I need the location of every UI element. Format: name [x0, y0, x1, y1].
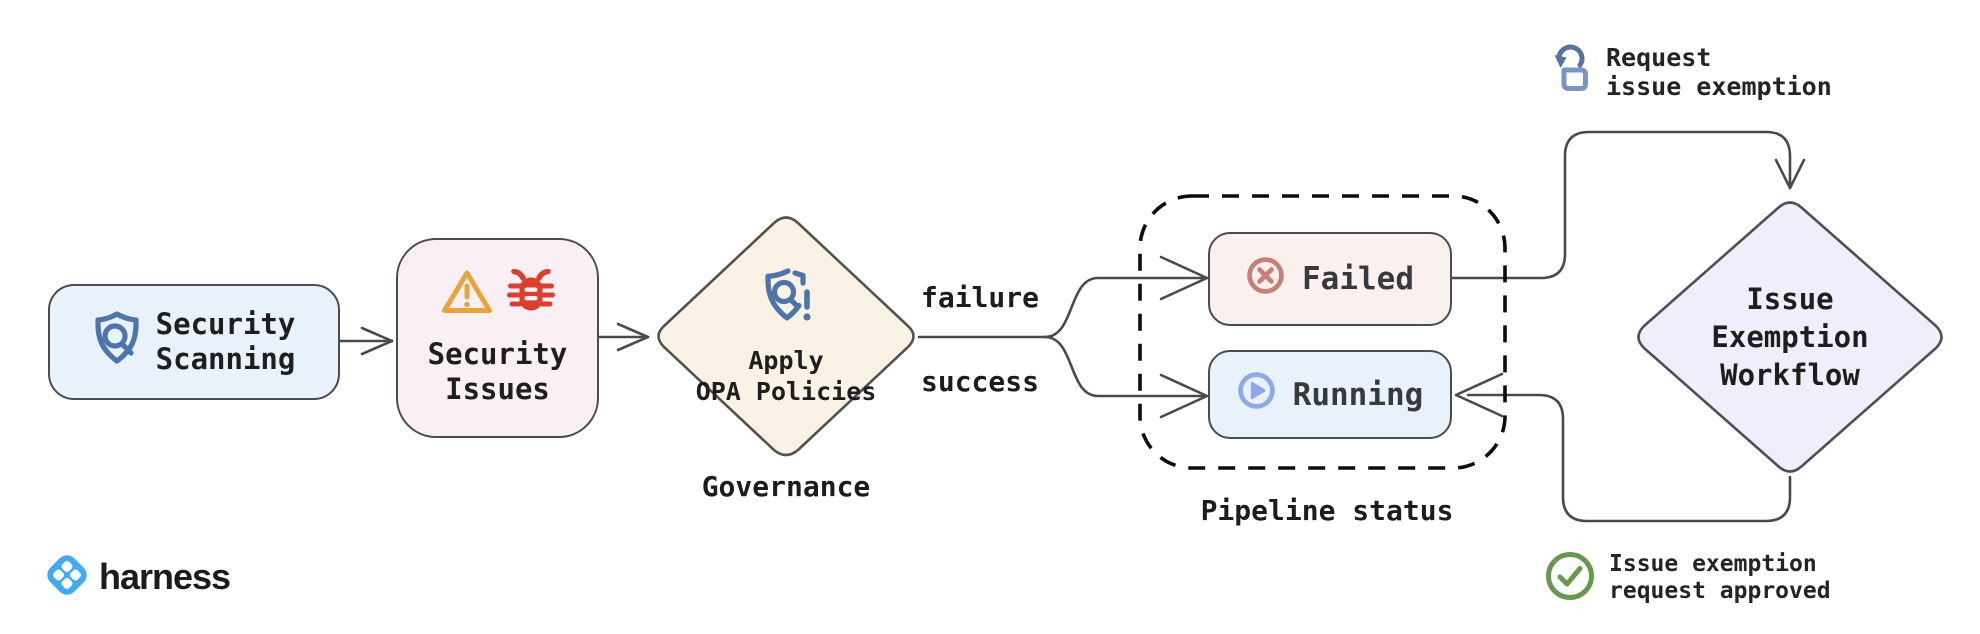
pipeline-status-caption: Pipeline status	[1200, 494, 1454, 527]
node-label: Issue Exemption Workflow	[1711, 282, 1869, 392]
annotation-text: Request issue exemption	[1606, 43, 1832, 101]
node-label: Running	[1292, 376, 1424, 413]
node-issue-exemption-workflow: Issue Exemption Workflow	[1633, 197, 1947, 477]
edge-label-failure: failure	[920, 281, 1039, 314]
bug-icon	[506, 268, 555, 323]
shield-alert-icon	[755, 266, 817, 337]
annotation-exemption-approved: Issue exemption request approved	[1544, 550, 1831, 609]
edge-failure	[1043, 276, 1207, 339]
brand-name: harness	[99, 556, 231, 597]
circle-x-icon	[1246, 256, 1285, 303]
tap-gesture-icon	[1552, 42, 1590, 98]
governance-diamond-shape	[657, 216, 915, 457]
node-status-running: Running	[1208, 350, 1452, 439]
node-label: Failed	[1302, 261, 1414, 297]
node-security-issues: Security Issues	[396, 238, 599, 438]
node-label: Security Issues	[427, 337, 568, 406]
edge-label-success: success	[920, 365, 1039, 398]
issue-exemption-diamond-shape	[1637, 201, 1943, 473]
circle-check-icon	[1544, 550, 1596, 609]
governance-caption: Governance	[701, 470, 871, 503]
warning-triangle-icon	[441, 269, 493, 323]
circle-play-icon	[1237, 371, 1276, 418]
edge-failed-to-exemption	[1450, 130, 1792, 280]
annotation-text: Issue exemption request approved	[1609, 551, 1831, 604]
node-label: Apply OPA Policies	[695, 345, 877, 406]
harness-logo	[44, 552, 90, 602]
pipeline-status-group-border	[1138, 194, 1507, 470]
node-status-failed: Failed	[1208, 232, 1452, 326]
edge-exemption-to-running	[1466, 393, 1792, 523]
brand-logo: harness	[44, 552, 231, 602]
node-apply-opa-policies: Apply OPA Policies	[653, 212, 919, 460]
node-security-scanning: Security Scanning	[48, 284, 340, 400]
node-label: Security Scanning	[155, 307, 296, 376]
annotation-request-exemption: Request issue exemption	[1552, 42, 1832, 101]
shield-search-icon	[93, 311, 141, 373]
edge-success	[1043, 335, 1207, 398]
